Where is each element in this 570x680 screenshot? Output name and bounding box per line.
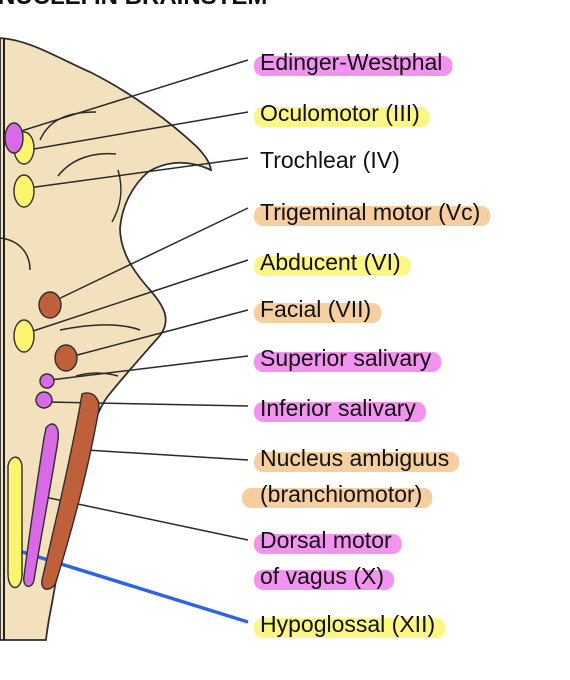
nucleus-ambiguus-highlight <box>254 452 460 472</box>
edinger-westphal-label: Edinger-Westphal <box>260 49 442 75</box>
leader-line <box>27 157 249 189</box>
tissue-contour <box>59 324 141 331</box>
oculomotor-highlight <box>254 107 430 127</box>
facial-highlight <box>254 303 382 323</box>
dorsal-motor-vagus-highlight <box>254 570 394 590</box>
nucleus-ambiguus-highlight <box>242 488 433 508</box>
tissue-contour <box>75 372 119 377</box>
edinger-westphal-highlight <box>254 56 453 76</box>
nuclei <box>4 122 100 590</box>
abducent-label: Abducent (VI) <box>260 249 401 275</box>
trochlear-nucleus <box>13 174 35 208</box>
leader-line <box>27 111 249 151</box>
leader-line <box>49 355 249 381</box>
tissue-contour <box>57 152 117 177</box>
leader-line <box>23 259 249 335</box>
dorsal-motor-vagus-label: of vagus (X) <box>260 563 384 589</box>
inferior-salivary-highlight <box>254 402 426 422</box>
hypoglossal-nucleus <box>7 456 23 589</box>
leader-line <box>45 401 249 407</box>
nucleus-ambiguus-label: (branchiomotor) <box>260 481 422 507</box>
superior-salivary-nucleus <box>39 373 55 389</box>
leader-line <box>85 449 249 461</box>
trochlear-label: Trochlear (IV) <box>260 147 400 173</box>
facial-nucleus <box>54 344 78 372</box>
superior-salivary-highlight <box>254 352 442 372</box>
dorsal-motor-vagus-highlight <box>254 534 402 554</box>
dorsal-motor-vagus-label: Dorsal motor <box>260 527 392 553</box>
hypoglossal-label: Hypoglossal (XII) <box>260 611 435 637</box>
trigeminal-motor-label: Trigeminal motor (Vc) <box>260 199 480 225</box>
inferior-salivary-nucleus <box>35 391 53 409</box>
oculomotor-label: Oculomotor (III) <box>260 100 420 126</box>
dorsal-motor-nucleus-of-vagus <box>23 423 60 587</box>
leader-line <box>65 309 249 359</box>
facial-label: Facial (VII) <box>260 296 371 322</box>
superior-salivary-label: Superior salivary <box>260 345 432 371</box>
hypoglossal-highlight <box>254 618 446 638</box>
nucleus-ambiguus-label: Nucleus ambiguus <box>260 445 449 471</box>
diagram-title: NUCLEI IN BRAINSTEM <box>0 0 267 10</box>
inferior-salivary-label: Inferior salivary <box>260 395 416 421</box>
trigeminal-motor-highlight <box>254 206 491 226</box>
abducent-nucleus <box>13 319 35 353</box>
leader-line <box>49 207 249 304</box>
leader-line <box>17 59 249 133</box>
nucleus-ambiguus <box>41 392 100 590</box>
trigeminal-motor-nucleus <box>38 291 62 319</box>
label-highlights <box>242 56 491 638</box>
edinger-westphal-nucleus <box>4 122 24 154</box>
abducent-highlight <box>254 256 411 276</box>
